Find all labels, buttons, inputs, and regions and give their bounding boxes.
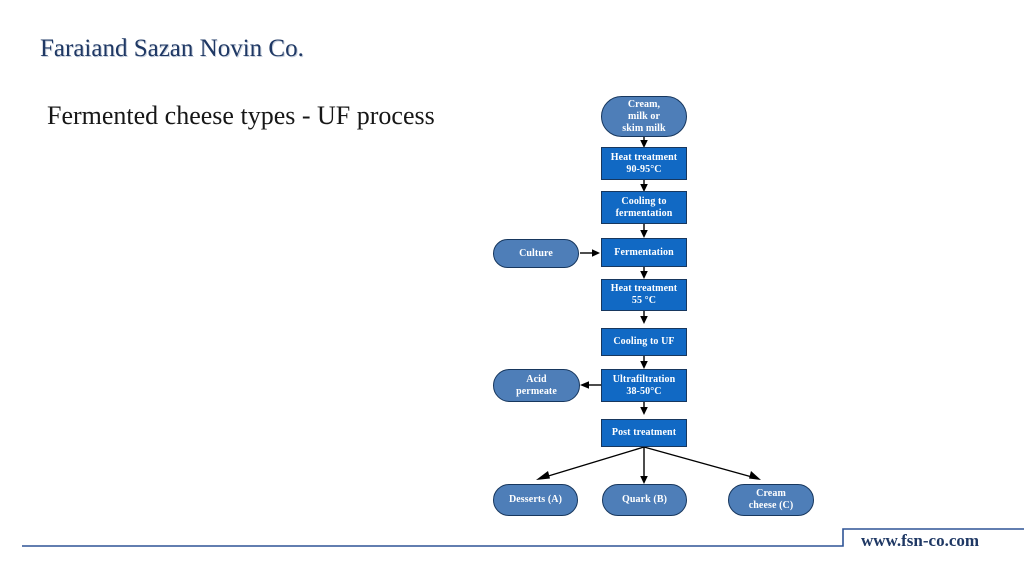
flow-node-quark-label: Quark (B) [621, 494, 668, 505]
flow-node-acidpermeate-line-1: Acid [526, 373, 547, 385]
flow-node-heat1-line-2: 90-95°C [626, 163, 662, 175]
arrowhead-posttreatment-creamcheese [749, 471, 761, 480]
flow-node-culture[interactable]: Culture [493, 239, 579, 268]
arrowhead-heat1-coolingferm [640, 184, 648, 192]
arrowhead-coolingferm-fermentation [640, 230, 648, 238]
flow-node-ultrafiltration-line-2: 38-50°C [626, 385, 662, 397]
flow-node-culture-label: Culture [519, 247, 553, 259]
flow-node-cooling-to-uf[interactable]: Cooling to UF [601, 328, 687, 356]
flow-node-desserts-label: Desserts (A) [508, 494, 563, 505]
arrowhead-ultrafiltration-acidpermeate [580, 381, 589, 389]
arrowhead-input-heat1 [640, 140, 648, 148]
slide-subtitle: Fermented cheese types - UF process [47, 101, 435, 130]
arrowhead-fermentation-heat2 [640, 271, 648, 279]
flow-node-input-line-1: Cream, [627, 98, 661, 110]
arrowhead-coolinguf-ultrafiltration [640, 361, 648, 369]
flow-node-creamcheese-line-2: cheese (C) [748, 500, 794, 511]
arrowhead-culture-fermentation [592, 249, 600, 257]
flow-node-coolingferm-line-1: Cooling to [621, 195, 667, 207]
flow-node-heat2-line-2: 55 °C [631, 295, 657, 306]
flow-node-heat2-line-1: Heat treatment [610, 283, 678, 294]
flow-node-heat-treatment-55[interactable]: Heat treatment 55 °C [601, 279, 687, 311]
flow-node-coolingferm-line-2: fermentation [615, 207, 673, 219]
arrowhead-posttreatment-desserts [536, 471, 550, 480]
flow-node-post-treatment[interactable]: Post treatment [601, 419, 687, 447]
arrowhead-ultrafiltration-posttreatment [640, 407, 648, 415]
connector-posttreatment-desserts [544, 446, 645, 478]
flow-node-quark[interactable]: Quark (B) [602, 484, 687, 516]
footer-divider-path [22, 528, 1024, 547]
arrowhead-heat2-coolinguf [640, 316, 648, 324]
footer-divider [22, 528, 1024, 547]
flow-node-ultrafiltration[interactable]: Ultrafiltration 38-50°C [601, 369, 687, 402]
flow-node-heat-treatment-90-95[interactable]: Heat treatment 90-95°C [601, 147, 687, 180]
flow-node-coolinguf-label: Cooling to UF [613, 336, 675, 347]
flow-node-heat1-line-1: Heat treatment [610, 151, 678, 163]
flow-node-cooling-to-fermentation[interactable]: Cooling to fermentation [601, 191, 687, 224]
page-title: Faraiand Sazan Novin Co. [40, 35, 304, 62]
flow-node-cream-cheese[interactable]: Cream cheese (C) [728, 484, 814, 516]
footer-website-url[interactable]: www.fsn-co.com [861, 531, 980, 550]
flow-node-acid-permeate[interactable]: Acid permeate [493, 369, 580, 402]
flow-node-input-line-2: milk or [627, 110, 661, 122]
flow-node-posttreatment-label: Post treatment [611, 427, 677, 438]
flow-node-input-line-3: skim milk [622, 122, 666, 134]
flow-node-acidpermeate-line-2: permeate [516, 385, 557, 397]
flow-node-fermentation[interactable]: Fermentation [601, 238, 687, 267]
arrowhead-posttreatment-quark [640, 476, 648, 484]
flow-node-creamcheese-line-1: Cream [756, 488, 786, 499]
flow-node-fermentation-label: Fermentation [614, 246, 674, 258]
flow-node-ultrafiltration-line-1: Ultrafiltration [612, 373, 676, 385]
flow-node-desserts[interactable]: Desserts (A) [493, 484, 578, 516]
connector-posttreatment-creamcheese [643, 446, 753, 478]
flow-node-input[interactable]: Cream, milk or skim milk [601, 96, 687, 137]
